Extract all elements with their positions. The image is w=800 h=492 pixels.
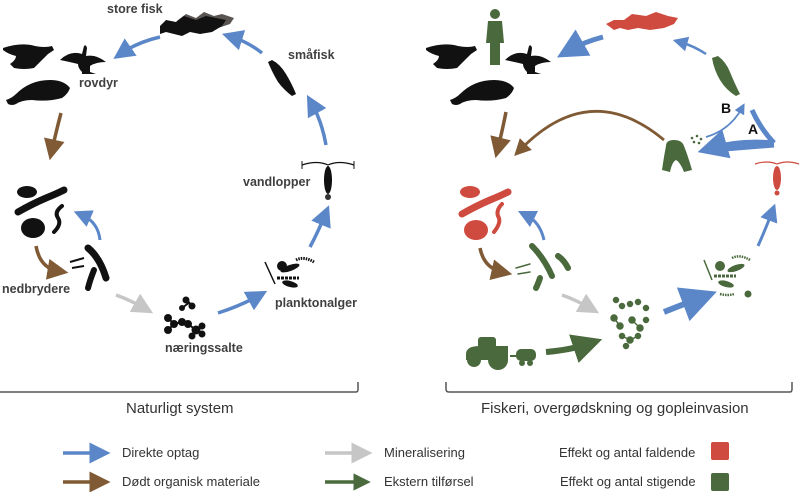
arrow-bacteria-to-nutrients bbox=[115, 293, 154, 314]
human-icon bbox=[486, 9, 504, 65]
arrow-jellyfish-to-benthos bbox=[514, 110, 665, 157]
right-panel-title: Fiskeri, overgødskning og gopleinvasion bbox=[481, 400, 749, 417]
legend-label-mineral: Mineralisering bbox=[384, 445, 465, 460]
label-nedbrydere: nedbrydere bbox=[2, 282, 71, 296]
copepod-icon bbox=[754, 161, 800, 196]
seal-icon bbox=[426, 44, 477, 69]
arrow-benthos-to-bacteria bbox=[34, 245, 69, 280]
legend-label-external: Ekstern tilførsel bbox=[384, 474, 474, 489]
left-panel-title: Naturligt system bbox=[126, 400, 234, 417]
whale-icon bbox=[6, 80, 70, 105]
right-panel bbox=[426, 9, 800, 393]
cormorant-icon bbox=[505, 45, 551, 74]
arrow-smaafisk-to-storefisk bbox=[221, 30, 264, 55]
arrow-pathway-a bbox=[712, 108, 776, 148]
label-store-fisk: store fisk bbox=[107, 2, 163, 16]
label-vandlopper: vandlopper bbox=[243, 175, 311, 189]
label-naeringssalte: næringssalte bbox=[165, 341, 243, 355]
small-fish-icon bbox=[268, 60, 296, 96]
label-smaafisk: småfisk bbox=[288, 48, 335, 62]
arrow-predators-to-benthos bbox=[490, 111, 511, 159]
label-pathway-b: B bbox=[721, 100, 732, 116]
arrow-nutrients-to-plankton bbox=[217, 290, 268, 315]
right-bracket bbox=[445, 382, 793, 393]
label-planktonalger: planktonalger bbox=[275, 296, 357, 310]
arrow-bacteria-to-nutrients bbox=[561, 293, 600, 314]
phytoplankton-icon bbox=[264, 256, 315, 288]
legend-label-decreasing: Effekt og antal faldende bbox=[559, 445, 696, 460]
arrow-bacteria-to-benthos bbox=[73, 210, 102, 241]
cormorant-icon bbox=[60, 45, 106, 74]
arrow-bacteria-to-benthos bbox=[517, 210, 546, 241]
bacteria-icon bbox=[515, 243, 571, 291]
nutrient-molecules-icon bbox=[164, 296, 206, 340]
arrow-external-input bbox=[545, 334, 603, 363]
whale-icon bbox=[450, 80, 514, 105]
tractor-icon bbox=[466, 337, 536, 370]
benthic-animals-icon bbox=[458, 186, 512, 240]
small-fish-icon bbox=[712, 56, 740, 96]
copepod-icon bbox=[301, 161, 355, 200]
label-pathway-a: A bbox=[748, 121, 759, 137]
arrow-plankton-to-copepod bbox=[756, 203, 778, 247]
large-fish-icon bbox=[160, 12, 234, 36]
arrow-benthos-to-bacteria bbox=[478, 247, 513, 280]
nutrient-molecules-icon bbox=[610, 296, 650, 350]
left-panel bbox=[0, 12, 359, 393]
arrow-copepod-to-jellyfish bbox=[711, 142, 775, 153]
arrow-rovdyr-to-benthos bbox=[44, 112, 65, 161]
legend-label-dead-organic: Dødt organisk materiale bbox=[122, 474, 260, 489]
arrow-nutrients-to-plankton bbox=[662, 287, 717, 322]
arrow-storefisk-to-predators bbox=[556, 29, 604, 58]
phytoplankton-icon bbox=[703, 255, 752, 298]
legend-arrows bbox=[63, 442, 373, 492]
arrow-smaafisk-to-storefisk bbox=[672, 36, 707, 56]
large-fish-icon bbox=[606, 12, 678, 30]
arrow-storefisk-to-rovdyr bbox=[113, 35, 161, 59]
benthic-animals-icon bbox=[14, 186, 68, 238]
seal-icon bbox=[3, 44, 54, 69]
arrow-planktonalger-to-vandlopper bbox=[308, 205, 331, 248]
label-rovdyr: rovdyr bbox=[79, 76, 118, 90]
legend-swatch-increasing bbox=[711, 473, 729, 491]
legend-label-direct: Direkte optag bbox=[122, 445, 200, 460]
arrow-vandlopper-to-smaafisk bbox=[306, 94, 328, 146]
legend-label-increasing: Effekt og antal stigende bbox=[560, 474, 696, 489]
arrow-pathway-b bbox=[705, 103, 745, 138]
jellyfish-icon bbox=[662, 134, 703, 172]
bacteria-icon bbox=[69, 244, 110, 291]
legend-swatch-decreasing bbox=[711, 442, 729, 460]
left-bracket bbox=[0, 382, 359, 393]
